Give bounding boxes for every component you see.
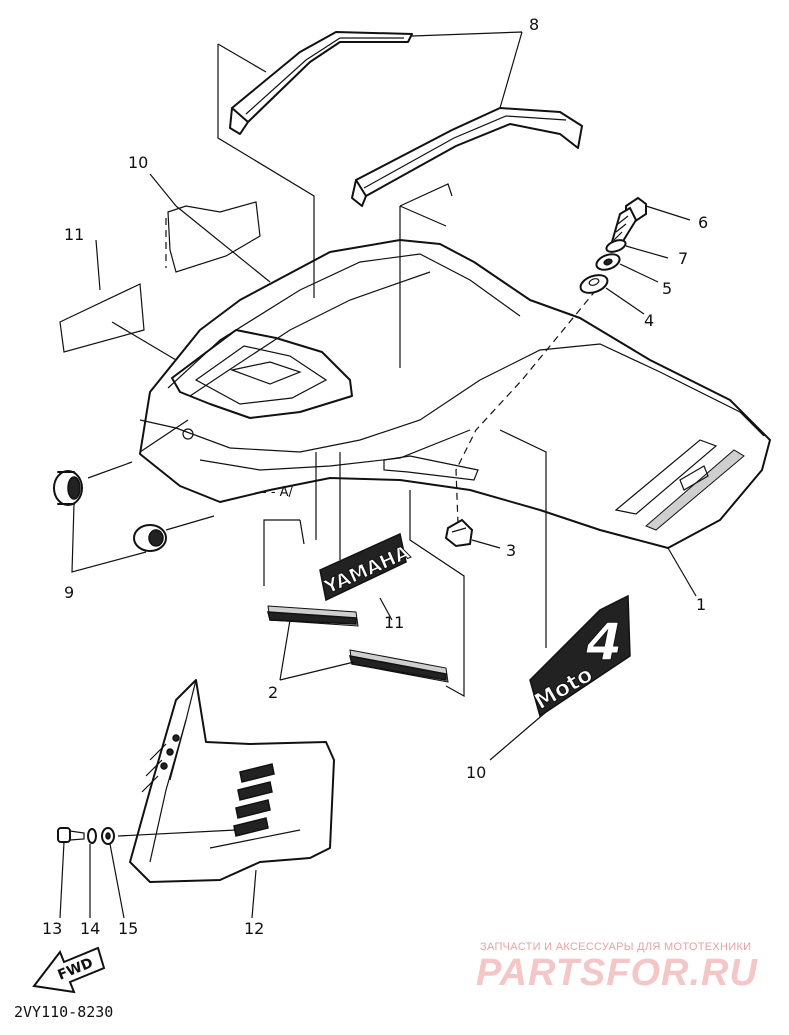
callout-8: 8 xyxy=(529,15,539,34)
fwd-arrow: FWD xyxy=(32,946,106,994)
callout-14: 14 xyxy=(80,919,100,938)
part-8-guard-strips xyxy=(229,31,583,207)
part-6-bolt xyxy=(610,196,647,248)
callout-5: 5 xyxy=(662,279,672,298)
callout-4: 4 xyxy=(644,311,654,330)
part-4-grommet xyxy=(579,274,609,294)
guide-lines xyxy=(217,43,453,368)
callout-15: 15 xyxy=(118,919,138,938)
callout-10-top: 10 xyxy=(128,153,148,172)
part-3-clip xyxy=(444,518,474,548)
watermark-tagline: ЗАПЧАСТИ И АКСЕССУАРЫ ДЛЯ МОТОТЕХНИКИ xyxy=(480,941,752,953)
part-10-moto4-decal: Moto 4 xyxy=(529,594,631,718)
callout-7: 7 xyxy=(678,249,688,268)
callout-9: 9 xyxy=(64,583,74,602)
callout-13: 13 xyxy=(42,919,62,938)
part-10-decal-small xyxy=(165,201,261,273)
callout-labels: 8 10 11 6 7 5 4 3 9 1 11 2 10 13 14 15 1… xyxy=(42,15,708,938)
part-12-lower-skirt xyxy=(129,679,335,883)
callout-2: 2 xyxy=(268,683,278,702)
diagram-code: 2VY110-8230 xyxy=(14,1003,114,1021)
moto4-decal-number: 4 xyxy=(585,613,622,673)
part-5-washer xyxy=(595,253,621,271)
fastener-axis xyxy=(455,289,597,525)
callout-10-moto: 10 xyxy=(466,763,486,782)
callout-1: 1 xyxy=(696,595,706,614)
callout-3: 3 xyxy=(506,541,516,560)
part-14-lock-washer xyxy=(87,828,97,844)
part-13-screw xyxy=(57,827,85,843)
part-9-dampers xyxy=(53,470,167,552)
part-11-sticker-small xyxy=(59,283,145,353)
callout-6: 6 xyxy=(698,213,708,232)
fender-stamp: - - A/ xyxy=(262,485,294,500)
callout-11-top: 11 xyxy=(64,225,84,244)
callout-12: 12 xyxy=(244,919,264,938)
part-11-yamaha-decal: YAMAHA xyxy=(319,532,414,602)
callout-11-yamaha: 11 xyxy=(384,613,404,632)
part-15-washer xyxy=(101,827,115,845)
watermark-logo: PARTSFOR.RU xyxy=(476,952,758,994)
part-7-lock-washer xyxy=(605,239,627,253)
part-1-front-fender: - - A/ xyxy=(139,239,771,549)
leader-lines xyxy=(59,31,697,919)
part-2-strips xyxy=(267,605,449,683)
